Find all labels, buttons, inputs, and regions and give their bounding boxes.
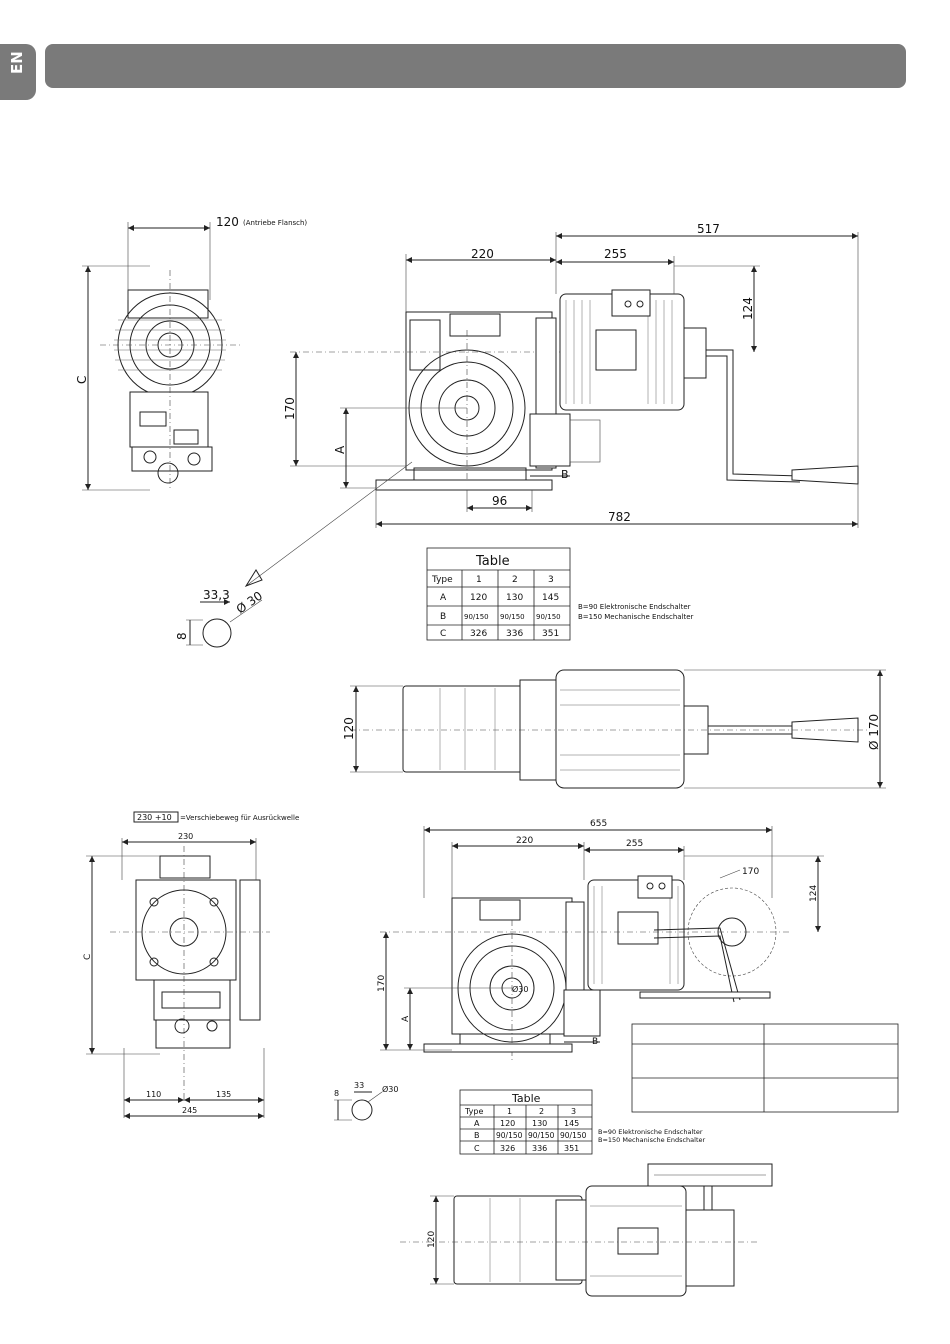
drawing2-table-header-0: Type: [464, 1107, 483, 1116]
drawing2-side-view: 230 +10 =Verschiebeweg für Ausrückwelle …: [83, 811, 299, 1119]
drawing2-table-header-3: 3: [571, 1107, 576, 1116]
drawing1-table-note-2: B=150 Mechanische Endschalter: [578, 613, 694, 621]
drawing1-table-header-1: 1: [476, 575, 482, 585]
drawing1-table-cell: A: [440, 593, 447, 603]
drawing1-dim-flange-note: (Antriebe Flansch): [243, 219, 307, 227]
drawing1-table-cell: 326: [470, 629, 487, 639]
drawing2-shift-note: =Verschiebeweg für Ausrückwelle: [180, 814, 299, 822]
drawing1-dim-255: 255: [604, 247, 627, 261]
drawing1-dim-124: 124: [741, 297, 755, 320]
drawing2-table-note-2: B=150 Mechanische Endschalter: [598, 1136, 706, 1144]
drawing2-table-cell: 130: [532, 1119, 547, 1128]
drawing2-table-header-1: 1: [507, 1107, 512, 1116]
drawing2-table-title: Table: [511, 1092, 541, 1105]
drawing2-table-cell: 120: [500, 1119, 515, 1128]
drawing2-dim-135: 135: [216, 1090, 231, 1099]
drawing2-dim-8: 8: [334, 1089, 339, 1098]
drawing1-side-view: 120 (Antriebe Flansch) C: [75, 215, 307, 491]
drawing2-table-cell: B: [474, 1131, 480, 1140]
drawing1-table-cell: 145: [542, 593, 559, 603]
drawing1-dim-c: C: [75, 376, 89, 384]
drawing2-table-header-2: 2: [539, 1107, 544, 1116]
drawing2-dim-33: 33: [354, 1081, 364, 1090]
drawing1-dim-96: 96: [492, 494, 507, 508]
drawing1-motor-fins: [565, 300, 673, 404]
language-tab[interactable]: EN: [0, 44, 36, 100]
drawing1-table-cell: 336: [506, 629, 523, 639]
drawing1-table-cell: 90/150: [500, 613, 525, 621]
drawing1-table-header-2: 2: [512, 575, 518, 585]
drawing2-table-cell: 90/150: [560, 1131, 587, 1140]
drawing2-table-cell: 336: [532, 1144, 547, 1153]
drawing1-dim-517: 517: [697, 222, 720, 236]
drawing1-table-cell: 120: [470, 593, 487, 603]
drawing1-top-view: 120 Ø 170: [342, 669, 886, 789]
drawing1-dim-30: Ø 30: [234, 589, 265, 617]
drawing2-dim-c: C: [83, 954, 93, 960]
drawing1-dim-b: B: [561, 468, 569, 481]
drawing2-dim-b: B: [592, 1037, 598, 1047]
drawing2-dim-30: Ø30: [382, 1084, 398, 1094]
drawing2-table-cell: C: [474, 1144, 480, 1153]
drawing2-table-cell: 351: [564, 1144, 579, 1153]
drawing2-table: Table Type 1 2 3 A 120 130 145 B 90/150 …: [459, 1089, 706, 1155]
drawing2-shaft-detail: 8 33 Ø30: [334, 1081, 398, 1121]
drawing1-dim-flange: 120: [216, 215, 239, 229]
drawing2-table-cell: 90/150: [496, 1131, 523, 1140]
drawing1-table-title: Table: [475, 554, 510, 569]
drawing1-dim-a: A: [333, 445, 347, 454]
drawing1-top-dim-170: Ø 170: [867, 714, 881, 750]
drawing2-dim-255: 255: [626, 839, 643, 849]
drawing1-table-cell: C: [440, 629, 446, 639]
drawing2-table-cell: A: [474, 1119, 480, 1128]
drawing1-dim-8: 8: [175, 632, 189, 640]
drawing2-table-cell: 145: [564, 1119, 579, 1128]
drawing2-dim-220: 220: [516, 836, 533, 846]
drawing2-dim-170-radius: 170: [742, 867, 759, 877]
drawing2-dim-30-inner: Ø30: [512, 984, 528, 994]
drawing1-table-cell: 351: [542, 629, 559, 639]
drawing2-dim-a: A: [401, 1015, 411, 1022]
drawing1-dim-220: 220: [471, 247, 494, 261]
drawing1-table-cell: 90/150: [536, 613, 561, 621]
drawing1-table-cell: 90/150: [464, 613, 489, 621]
drawing1-table-note-1: B=90 Elektronische Endschalter: [578, 603, 691, 611]
drawing2-dim-110: 110: [146, 1090, 161, 1099]
drawing1-dim-33: 33,3: [203, 588, 230, 602]
drawing1-table-cell: B: [440, 612, 446, 622]
drawing1-shaft-detail: 8 33,3 Ø 30: [175, 588, 265, 648]
drawing1-table-cell: 130: [506, 593, 523, 603]
drawing1-dim-782: 782: [608, 510, 631, 524]
drawing1-top-dim-120: 120: [342, 717, 356, 740]
drawing2-dim-245: 245: [182, 1106, 197, 1115]
drawing1-table-header-3: 3: [548, 575, 554, 585]
drawing2-blank-table: [631, 1023, 899, 1113]
drawing2-dim-124: 124: [809, 885, 819, 902]
drawing2-table-note-1: B=90 Elektronische Endschalter: [598, 1128, 703, 1136]
drawing2-top-dim-120: 120: [427, 1231, 437, 1248]
drawing1-table-header-0: Type: [431, 575, 453, 585]
drawing2-front-view: Ø30 655 220 255 170: [377, 819, 824, 1060]
drawing1-table: Table Type 1 2 3 A 120 130 145 B 90/150 …: [426, 547, 694, 641]
drawing2-dim-170: 170: [377, 975, 387, 992]
drawing2-top-view: 120: [400, 1163, 773, 1297]
drawing2-table-cell: 90/150: [528, 1131, 555, 1140]
drawing2-dim-230: 230: [178, 832, 193, 841]
header-bar: [45, 44, 906, 88]
drawing2-table-cell: 326: [500, 1144, 515, 1153]
drawing1-front-view: 220 517 255 124 170 A B 96 782: [244, 222, 859, 587]
drawing2-dim-655: 655: [590, 819, 607, 829]
drawing1-dim-170: 170: [283, 397, 297, 420]
drawing2-shift-box: 230 +10: [137, 813, 172, 822]
